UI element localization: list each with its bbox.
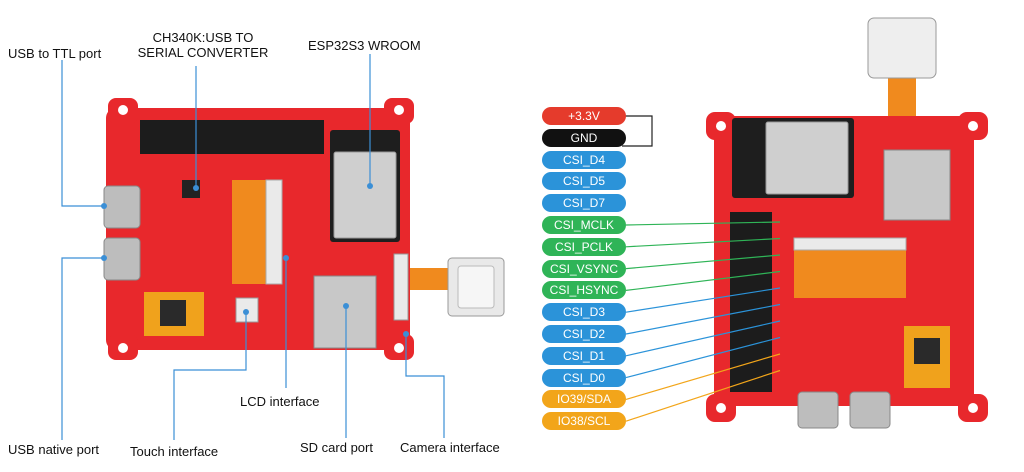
pin-bracket [622,115,653,147]
pin-label: CSI_D3 [542,303,626,322]
callout-camera-interface: Camera interface [400,440,500,455]
pin-label: CSI_D5 [542,172,626,191]
pin-wire [625,237,781,248]
callout-touch-interface: Touch interface [130,444,219,459]
callout-sd-card-port: SD card port [300,440,373,455]
callout-ch340k: CH340K:USB TO SERIAL CONVERTER [137,30,269,60]
callout-usb-ttl-port: USB to TTL port [8,46,102,61]
pin-label: CSI_D4 [542,150,626,169]
board-bottom-view [706,17,988,429]
callout-usb-native-port: USB native port [8,442,100,457]
pin-label: CSI_D0 [542,368,626,387]
pin-label: CSI_PCLK [542,237,626,256]
pin-label: CSI_VSYNC [542,259,626,278]
pin-label: CSI_D2 [542,325,626,343]
pin-label: +3.3V [542,107,626,125]
pin-wire [625,303,781,335]
pin-label: CSI_D7 [542,194,626,213]
pin-label: CSI_HSYNC [542,281,626,300]
callout-leader-lines [61,54,445,440]
callout-dots [101,183,409,337]
pin-wire [625,320,781,357]
pin-label: GND [542,128,626,147]
pin-wire [625,369,781,422]
callout-lcd-interface: LCD interface [240,394,320,409]
pin-wire [625,270,781,291]
camera-module-left [405,257,505,317]
pin-wire [625,287,781,313]
pin-label: IO38/SCL [542,412,626,431]
pin-wire [625,353,781,400]
pin-label: CSI_D1 [542,346,626,365]
pin-label: IO39/SDA [542,390,626,409]
board-body-left [103,98,414,360]
pin-label: CSI_MCLK [542,216,626,234]
pin-wire [625,254,781,270]
pin-wires [625,221,781,422]
pin-wire [625,221,781,226]
callout-esp32s3: ESP32S3 WROOM [308,38,421,53]
pin-wire [625,336,781,379]
